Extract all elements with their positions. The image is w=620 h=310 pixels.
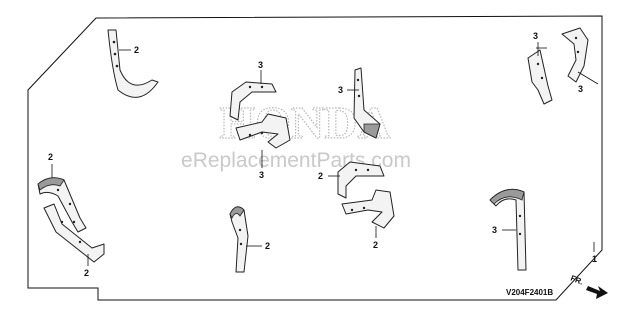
callout-right-top-a: 3 [533, 31, 538, 41]
tine-center-mid[interactable] [353, 67, 381, 139]
tine-center-bottom[interactable] [229, 206, 249, 273]
diagram-code: V204F2401B [506, 288, 553, 297]
callout-center-right-b: 2 [373, 240, 378, 250]
callout-left-bottom-b: 2 [84, 268, 89, 278]
svg-text:FR.: FR. [569, 274, 584, 287]
tine-hook-top-left[interactable] [107, 29, 159, 98]
tine-bracket-center-right[interactable] [337, 161, 395, 229]
callout-center-bottom: 2 [265, 241, 270, 251]
callout-center-top-b: 3 [259, 170, 264, 180]
tine-pair-top-right[interactable] [527, 27, 589, 105]
kit-boundary [27, 15, 603, 301]
tine-pair-left-bottom[interactable] [37, 177, 105, 263]
callout-left-bottom-a: 2 [48, 152, 53, 162]
tine-right-bottom[interactable] [489, 188, 527, 271]
callout-left-top: 2 [134, 45, 139, 55]
callout-right-bottom: 3 [492, 225, 497, 235]
callout-center-mid: 3 [338, 85, 343, 95]
callout-kit: 1 [592, 254, 597, 264]
callout-center-top-a: 3 [258, 60, 263, 70]
callout-center-right-a: 2 [318, 171, 323, 181]
callout-right-top-b: 3 [578, 84, 583, 94]
tine-bracket-center-top[interactable] [229, 81, 291, 149]
direction-arrow: FR. [569, 274, 608, 299]
